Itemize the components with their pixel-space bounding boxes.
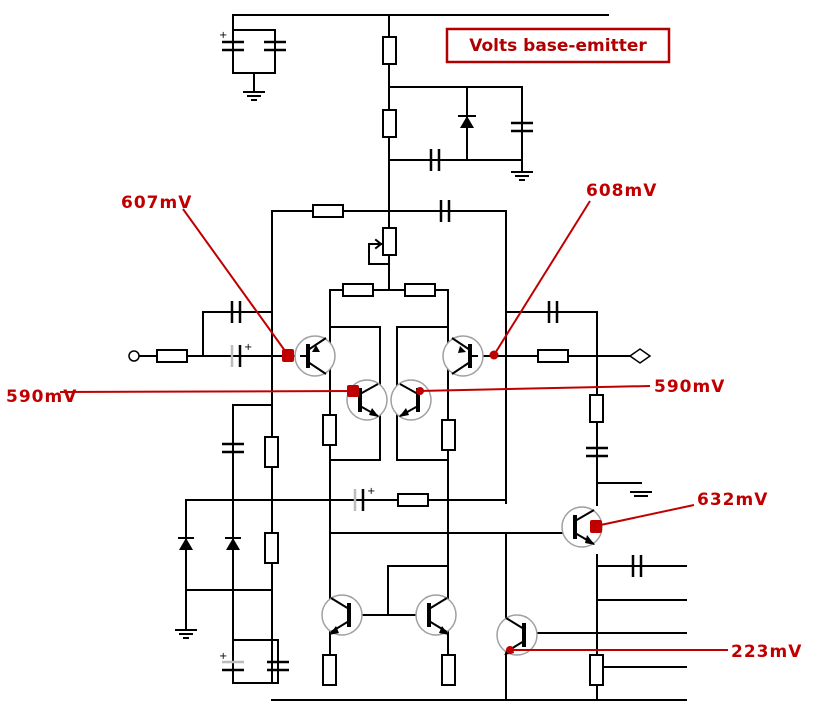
label-607mv: 607mV bbox=[121, 193, 192, 213]
output-terminal bbox=[628, 348, 652, 364]
input-terminal bbox=[128, 350, 140, 362]
transistor-q4 bbox=[390, 379, 432, 421]
wires bbox=[138, 14, 687, 701]
trimmer-wiper-icon bbox=[370, 238, 383, 250]
transistor-q1 bbox=[294, 335, 336, 377]
svg-text:+: + bbox=[244, 342, 252, 353]
diodes bbox=[178, 115, 476, 550]
svg-text:+: + bbox=[219, 30, 227, 41]
label-223mv: 223mV bbox=[731, 642, 802, 662]
annotation-leaders bbox=[59, 200, 728, 651]
svg-text:+: + bbox=[367, 486, 375, 497]
resistors bbox=[156, 36, 604, 686]
transistor-q5 bbox=[561, 506, 603, 548]
ground-symbols bbox=[175, 91, 652, 639]
annotation-labels: 607mV 608mV 590mV 590mV 632mV 223mV bbox=[6, 181, 802, 662]
label-632mv: 632mV bbox=[697, 490, 768, 510]
transistor-q2 bbox=[442, 335, 484, 377]
transistors bbox=[294, 335, 603, 656]
label-590mv-left: 590mV bbox=[6, 387, 77, 407]
title-box: Volts base-emitter bbox=[445, 27, 671, 64]
label-608mv: 608mV bbox=[586, 181, 657, 201]
transistor-q8 bbox=[415, 594, 457, 636]
transistor-q7 bbox=[321, 594, 363, 636]
annotation-dots bbox=[282, 349, 602, 654]
svg-text:+: + bbox=[219, 651, 227, 662]
label-590mv-right: 590mV bbox=[654, 377, 725, 397]
title-text: Volts base-emitter bbox=[469, 36, 647, 56]
capacitors: + + + + bbox=[219, 30, 643, 672]
